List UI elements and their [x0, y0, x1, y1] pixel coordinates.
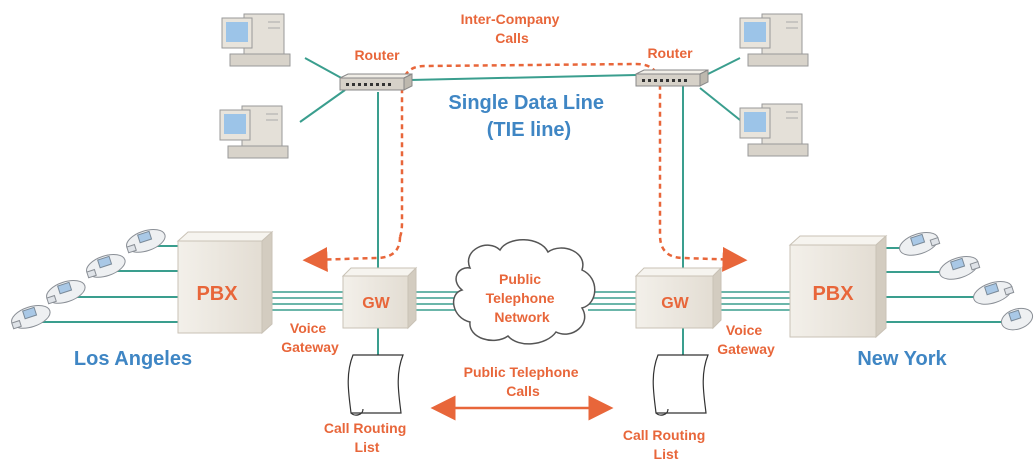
gw-label-right: GW [661, 295, 689, 312]
gateway-box-right [634, 266, 723, 330]
pbx-box-left [176, 230, 274, 335]
phone-icon [973, 281, 1015, 305]
phone-icon [939, 256, 981, 280]
phone-icon [46, 280, 86, 305]
computer-icon [221, 13, 291, 67]
voice-gateway-label-left: Voice Gateway [281, 320, 339, 355]
single-data-line-label: Single Data Line (TIE line) [448, 92, 609, 141]
phone-icon [899, 232, 941, 256]
computer-icon [739, 103, 809, 157]
phone-icon [11, 305, 51, 330]
computer-icon [739, 13, 809, 67]
public-telephone-calls-label: Public Telephone Calls [464, 364, 583, 399]
call-routing-list-label-left: Call Routing List [324, 420, 410, 455]
router-label-left: Router [354, 47, 400, 63]
cloud-icon [452, 239, 596, 345]
gateway-box-left [341, 266, 418, 330]
inter-company-calls-label: Inter-Company Calls [461, 11, 564, 46]
call-routing-list-label-right: Call Routing List [623, 427, 709, 461]
inter-company-call-path-left [302, 236, 402, 272]
voice-gateway-label-right: Voice Gateway [717, 322, 775, 357]
pbx-box-right [788, 234, 888, 339]
document-icon [347, 354, 404, 416]
router-label-right: Router [647, 45, 693, 61]
public-telephone-network-label: Public Telephone Network [486, 271, 559, 325]
phone-icon [86, 254, 126, 279]
city-label-los-angeles: Los Angeles [74, 348, 192, 370]
phone-icon [1000, 307, 1034, 331]
inter-company-call-path [398, 62, 748, 272]
pbx-label-left: PBX [196, 283, 238, 305]
connection-lines [40, 57, 1008, 356]
router-icon [339, 73, 413, 91]
router-icon [635, 69, 709, 87]
city-label-new-york: New York [857, 348, 947, 370]
document-icon [652, 354, 709, 416]
phone-icon [126, 229, 166, 254]
gw-label-left: GW [362, 295, 390, 312]
pbx-label-right: PBX [812, 283, 854, 305]
computer-icon [219, 105, 289, 159]
